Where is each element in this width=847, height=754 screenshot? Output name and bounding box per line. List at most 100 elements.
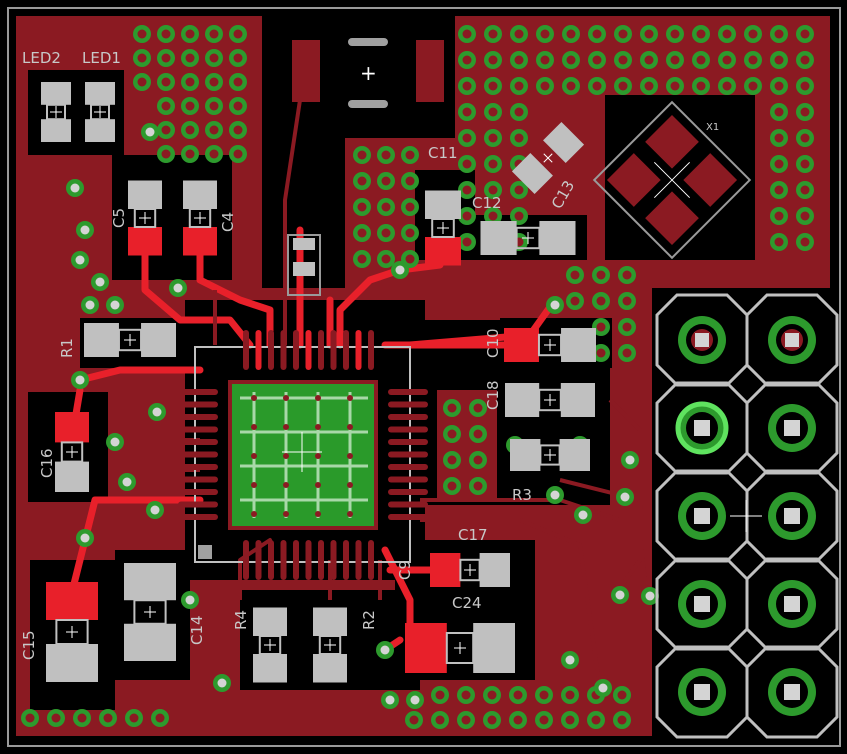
header-drill xyxy=(784,596,800,612)
header-outline xyxy=(745,645,839,739)
grid-via xyxy=(283,482,289,488)
via-hole xyxy=(137,77,147,87)
ic-pin1-marker xyxy=(198,545,212,559)
grid-via xyxy=(315,395,321,401)
via-hole xyxy=(381,254,391,264)
via-hole xyxy=(161,125,171,135)
via-hole xyxy=(722,55,732,65)
via-hole xyxy=(233,53,243,63)
pad-a xyxy=(124,563,176,601)
ic-pin-top xyxy=(280,330,287,370)
via-hole xyxy=(209,149,219,159)
via-hole xyxy=(381,150,391,160)
via-hole xyxy=(644,81,654,91)
header-drill xyxy=(784,508,800,524)
via-hole xyxy=(233,29,243,39)
pad-b xyxy=(560,383,595,417)
pad-b xyxy=(473,623,515,673)
jumper-pad-1 xyxy=(293,238,315,250)
via-hole xyxy=(596,348,606,358)
label-c17: C17 xyxy=(458,526,488,544)
grid-via xyxy=(315,482,321,488)
ic-pin-top xyxy=(330,330,337,370)
ic-pin-bottom xyxy=(243,540,249,580)
ic-pin-bottom xyxy=(293,540,299,580)
via-hole xyxy=(800,133,810,143)
via-hole xyxy=(110,437,120,447)
via-hole xyxy=(622,296,632,306)
r4 xyxy=(253,607,287,683)
header-outline xyxy=(745,381,839,475)
via-hole xyxy=(514,133,524,143)
via-hole xyxy=(748,81,758,91)
grid-via xyxy=(315,424,321,430)
pad-a xyxy=(425,190,461,219)
via-hole xyxy=(800,107,810,117)
via-hole xyxy=(722,29,732,39)
label-c12: C12 xyxy=(472,194,502,212)
label-r1: R1 xyxy=(58,338,76,358)
body xyxy=(117,328,143,352)
ic-pin-bottom xyxy=(330,540,337,580)
pad-b xyxy=(55,461,89,492)
grid-via xyxy=(283,424,289,430)
c5 xyxy=(128,180,162,256)
ic-pin-left xyxy=(178,501,218,508)
via-hole xyxy=(488,211,498,221)
body xyxy=(90,103,110,121)
c14 xyxy=(124,563,176,661)
via-hole xyxy=(185,595,195,605)
via-hole xyxy=(447,403,457,413)
via-hole xyxy=(513,690,523,700)
via-hole xyxy=(173,283,183,293)
pin-header-array xyxy=(655,293,839,739)
via-hole xyxy=(514,29,524,39)
pad-a xyxy=(46,582,98,620)
label-c24: C24 xyxy=(452,594,482,612)
grid-via xyxy=(251,424,257,430)
via-hole xyxy=(565,715,575,725)
c10 xyxy=(504,328,596,362)
pad-b xyxy=(543,121,585,163)
crosshair-v xyxy=(653,161,691,199)
via-hole xyxy=(722,81,732,91)
ic-pin-left xyxy=(178,439,218,445)
via-hole xyxy=(405,150,415,160)
via-hole xyxy=(487,715,497,725)
via-hole xyxy=(137,29,147,39)
ic-pin-top xyxy=(268,330,274,370)
body xyxy=(133,599,167,625)
via-hole xyxy=(381,228,391,238)
pad-b xyxy=(141,323,176,357)
grid-via xyxy=(283,453,289,459)
via-hole xyxy=(51,713,61,723)
via-hole xyxy=(233,101,243,111)
via-hole xyxy=(161,29,171,39)
via-hole xyxy=(591,715,601,725)
ic-pin-top xyxy=(255,330,262,370)
pad-a xyxy=(128,180,162,209)
led1 xyxy=(85,82,115,142)
r3 xyxy=(510,439,590,471)
c11 xyxy=(425,190,461,266)
via-hole xyxy=(592,81,602,91)
via-hole xyxy=(161,77,171,87)
label-c11: C11 xyxy=(428,144,458,162)
header-drill xyxy=(784,684,800,700)
origin xyxy=(543,153,553,163)
smd-components xyxy=(41,82,596,683)
ic-pin-left xyxy=(178,401,218,408)
pad-a xyxy=(84,323,119,357)
pad-a xyxy=(510,439,541,471)
ic-pin-left xyxy=(178,414,218,420)
pad-a xyxy=(480,221,517,255)
pad-b xyxy=(539,221,576,255)
via-hole xyxy=(435,715,445,725)
c17 xyxy=(430,553,510,587)
ic-pin-bottom xyxy=(368,540,374,580)
via-hole xyxy=(462,81,472,91)
via-hole xyxy=(145,127,155,137)
via-hole xyxy=(70,183,80,193)
label-r2: R2 xyxy=(360,610,378,630)
